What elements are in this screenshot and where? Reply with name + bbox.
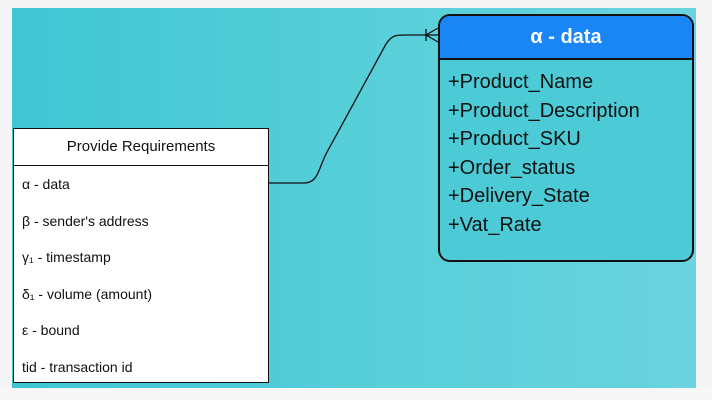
provide-requirements-table[interactable]: Provide Requirements α - data β - sender… — [13, 128, 269, 383]
field-vat-rate: +Vat_Rate — [448, 213, 542, 236]
entity-field-list: +Product_Name +Product_Description +Prod… — [440, 60, 692, 239]
connector-line — [269, 34, 438, 184]
table-row-bound: ε - bound — [22, 322, 80, 338]
table-row-transaction-id: tid - transaction id — [22, 358, 133, 375]
field-product-sku: +Product_SKU — [448, 128, 581, 150]
crow-foot-marker-icon — [425, 27, 439, 43]
field-product-name: +Product_Name — [448, 71, 594, 93]
entity-title: α - data — [440, 16, 692, 60]
table-title: Provide Requirements — [14, 129, 268, 166]
table-row-volume: δ₁ - volume (amount) — [22, 285, 152, 302]
table-row-data: α - data — [22, 176, 70, 192]
field-product-description: +Product_Description — [448, 99, 640, 122]
table-row-timestamp: γ₁ - timestamp — [22, 249, 111, 265]
alpha-data-entity[interactable]: α - data +Product_Name +Product_Descript… — [438, 14, 694, 262]
table-row-sender-address: β - sender's address — [22, 212, 149, 229]
field-order-status: +Order_status — [448, 156, 576, 179]
canvas-bottom-strip — [0, 388, 712, 400]
field-delivery-state: +Delivery_State — [448, 185, 590, 207]
